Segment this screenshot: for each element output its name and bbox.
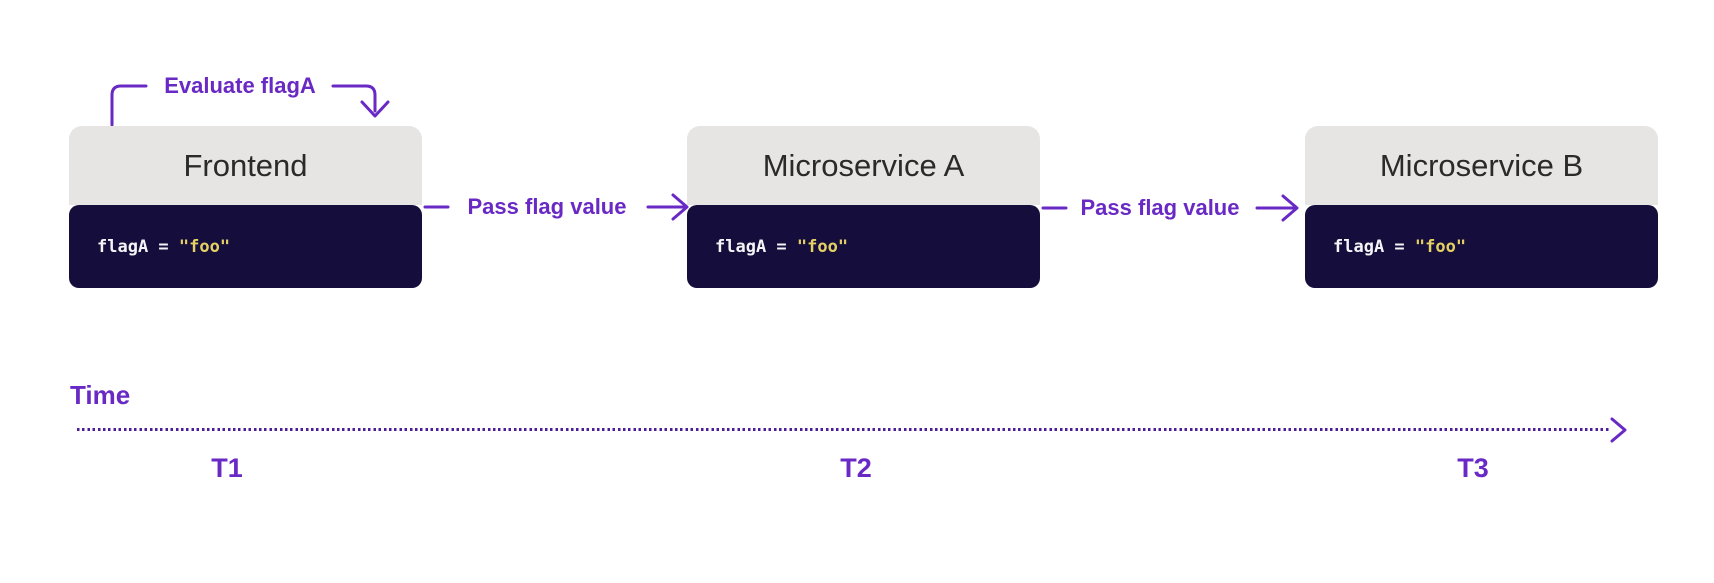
pass-flag-value-label-1: Pass flag value — [467, 194, 627, 219]
service-card-microservice-a: Microservice A flagA = "foo" — [687, 126, 1040, 288]
code-string-value: "foo" — [1414, 236, 1467, 257]
service-title: Frontend — [69, 126, 422, 205]
evaluate-flag-label: Evaluate flagA — [164, 73, 316, 98]
service-title: Microservice B — [1305, 126, 1658, 205]
code-string-value: "foo" — [796, 236, 849, 257]
timeline-arrowhead-icon — [1610, 417, 1627, 443]
code-string-value: "foo" — [178, 236, 231, 257]
code-expression: flagA = — [1333, 236, 1415, 257]
timeline-dotted-line — [77, 428, 1609, 431]
pass-arrow-1-head-icon — [671, 193, 689, 221]
timeline-marker-t3: T3 — [1457, 453, 1489, 483]
code-expression: flagA = — [715, 236, 797, 257]
timeline-label: Time — [70, 380, 131, 410]
evaluate-arrowhead-icon — [360, 100, 390, 118]
service-title: Microservice A — [687, 126, 1040, 205]
pass-flag-value-label-2: Pass flag value — [1080, 195, 1240, 220]
timeline-marker-t2: T2 — [840, 453, 872, 483]
service-card-microservice-b: Microservice B flagA = "foo" — [1305, 126, 1658, 288]
service-code-block: flagA = "foo" — [1305, 205, 1658, 288]
pass-arrow-2-head-icon — [1281, 194, 1299, 222]
timeline-marker-t1: T1 — [211, 453, 243, 483]
service-card-frontend: Frontend flagA = "foo" — [69, 126, 422, 288]
service-code-block: flagA = "foo" — [69, 205, 422, 288]
service-code-block: flagA = "foo" — [687, 205, 1040, 288]
code-expression: flagA = — [97, 236, 179, 257]
